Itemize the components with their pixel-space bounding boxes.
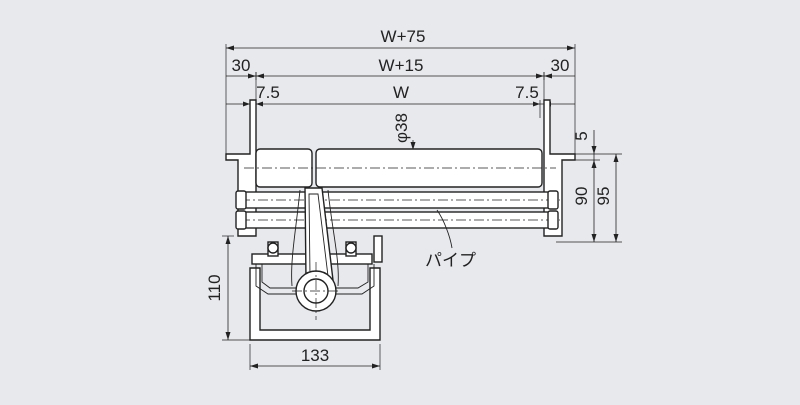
pipe-callout: パイプ [425, 209, 476, 270]
dim-overall-width: W+75 [381, 27, 426, 46]
dim-height-inner: 90 [572, 187, 591, 206]
dim-bracket-width: 133 [301, 346, 329, 365]
drive-loop [291, 187, 340, 320]
dim-right-offset: 7.5 [515, 83, 539, 102]
dim-left-offset: 7.5 [256, 83, 280, 102]
dim-right-flange: 30 [551, 56, 570, 75]
dim-top-offset: 5 [572, 131, 591, 140]
roller [244, 148, 556, 188]
pipe-label: パイプ [425, 251, 476, 270]
dim-height-outer: 95 [594, 187, 613, 206]
dim-roller-length: W [393, 83, 409, 102]
dim-frame-width: W+15 [379, 56, 424, 75]
dim-roller-diameter: φ38 [392, 113, 411, 143]
dim-bracket-height: 110 [205, 274, 224, 301]
dimension-texts: W+75 30 W+15 30 7.5 W 7.5 φ38 5 90 95 11… [205, 27, 613, 365]
dim-left-flange: 30 [232, 56, 251, 75]
pipes [235, 190, 560, 230]
